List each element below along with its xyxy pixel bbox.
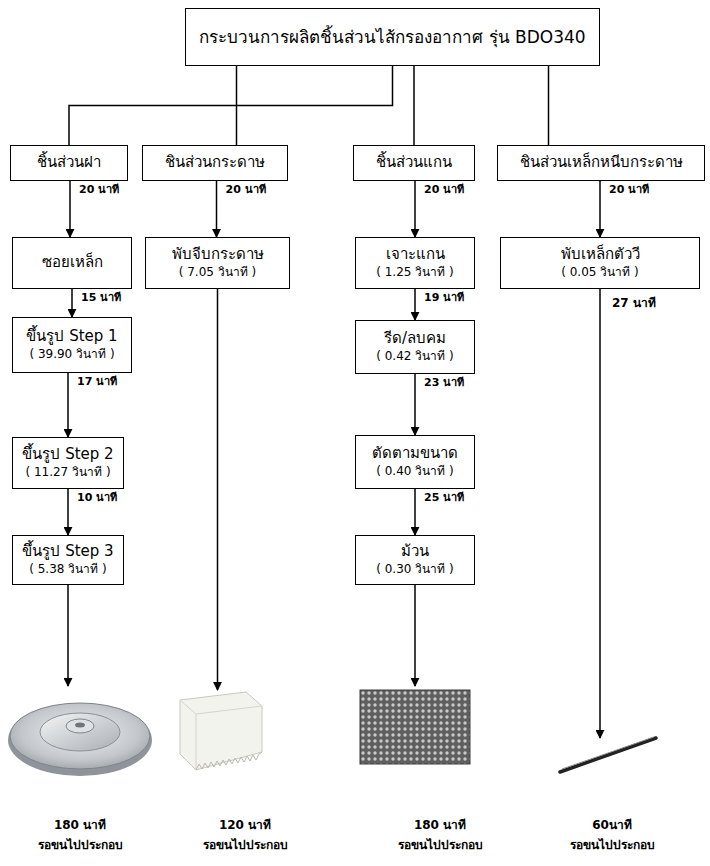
flow-arrow (67, 373, 69, 437)
transfer-time: 17 นาที (75, 375, 119, 388)
part-box: ชิ้นส่วนฝา (10, 145, 128, 181)
cycle-time: ( 7.05 วินาที ) (179, 265, 257, 281)
cycle-time: ( 1.25 วินาที ) (376, 265, 454, 281)
v-clip-picture (560, 737, 656, 772)
transfer-time: 20 นาที (422, 183, 466, 196)
transfer-time: 15 นาที (79, 291, 123, 304)
flow-line (67, 585, 69, 686)
part-box: ชินส่วนเหล็กหนีบกระดาษ (497, 145, 705, 181)
branch-line (236, 66, 238, 145)
process-box: พับเหล็กตัววี( 0.05 วินาที ) (500, 237, 700, 289)
transfer-time: 23 นาที (422, 376, 466, 389)
flow-arrow (599, 181, 601, 237)
box-title: ชินส่วนเหล็กหนีบกระดาษ (520, 153, 683, 173)
wait-note: รอขนไปประกอบ (36, 838, 125, 852)
transfer-time: 20 นาที (77, 183, 121, 196)
wait-note: 180 นาที (52, 818, 108, 832)
transfer-time: 10 นาที (75, 491, 119, 504)
process-box: พับจีบกระดาษ( 7.05 วินาที ) (145, 237, 290, 289)
wait-note: 60นาที (590, 818, 634, 832)
flow-arrow (414, 489, 416, 535)
wait-note: รอขนไปประกอบ (201, 838, 290, 852)
box-title: รีด/ลบคม (384, 329, 446, 349)
flow-arrow (67, 489, 69, 535)
wait-note: 180 นาที (412, 818, 468, 832)
box-title: ขึ้นรูป Step 1 (26, 327, 117, 347)
box-title: ขึ้นรูป Step 2 (22, 445, 113, 465)
branch-line (548, 66, 550, 145)
process-box: ขึ้นรูป Step 1( 39.90 วินาที ) (12, 317, 132, 373)
transfer-time: 20 นาที (607, 183, 651, 196)
box-title: ชิ้นส่วนฝา (37, 153, 101, 173)
process-box: เจาะแกน( 1.25 วินาที ) (355, 237, 475, 289)
title-box: กระบวนการผลิตชิ้นส่วนไส้กรองอากาศ รุ่น B… (185, 8, 600, 66)
box-title: กระบวนการผลิตชิ้นส่วนไส้กรองอากาศ รุ่น B… (199, 26, 585, 48)
box-title: ซอยเหล็ก (42, 253, 103, 273)
transfer-time: 20 นาที (224, 183, 268, 196)
box-title: พับจีบกระดาษ (172, 245, 264, 265)
cycle-time: ( 11.27 วินาที ) (25, 465, 110, 481)
box-title: พับเหล็กตัววี (561, 245, 640, 265)
cycle-time: ( 5.38 วินาที ) (29, 562, 107, 578)
wait-note: รอขนไปประกอบ (396, 838, 485, 852)
mesh-core-picture (360, 690, 470, 764)
pleated-paper-picture (180, 692, 262, 770)
cycle-time: ( 0.05 วินาที ) (561, 265, 639, 281)
box-title: ขึ้นรูป Step 3 (22, 542, 113, 562)
process-box: ขึ้นรูป Step 2( 11.27 วินาที ) (12, 437, 124, 489)
box-title: เจาะแกน (386, 245, 445, 265)
part-box: ชินส่วนกระดาษ (142, 145, 288, 181)
process-box: รีด/ลบคม( 0.42 วินาที ) (355, 320, 475, 374)
process-box: ขึ้นรูป Step 3( 5.38 วินาที ) (12, 535, 124, 585)
cycle-time: ( 39.90 วินาที ) (29, 347, 114, 363)
part-box: ซอยเหล็ก (12, 237, 132, 289)
flow-line (599, 289, 601, 738)
flow-line (217, 289, 219, 690)
process-box: ตัดตามขนาด( 0.40 วินาที ) (355, 435, 475, 489)
transfer-time: 27 นาที (610, 296, 658, 310)
flow-line (414, 585, 416, 686)
part-box: ชิ้นส่วนแกน (353, 145, 475, 181)
box-title: ตัดตามขนาด (372, 444, 458, 464)
flow-arrow (414, 181, 416, 237)
flow-arrow (414, 374, 416, 435)
lid-picture (8, 703, 152, 776)
wait-note: รอขนไปประกอบ (568, 838, 657, 852)
flow-arrow (414, 289, 416, 320)
flow-arrow (216, 181, 218, 237)
transfer-time: 25 นาที (422, 491, 466, 504)
branch-line (69, 66, 393, 145)
flow-arrow (71, 289, 73, 317)
process-box: ม้วน( 0.30 วินาที ) (355, 535, 475, 585)
branch-line (413, 66, 415, 145)
cycle-time: ( 0.42 วินาที ) (376, 349, 454, 365)
box-title: ชิ้นส่วนแกน (376, 153, 452, 173)
cycle-time: ( 0.40 วินาที ) (376, 464, 454, 480)
cycle-time: ( 0.30 วินาที ) (376, 562, 454, 578)
box-title: ม้วน (401, 542, 429, 562)
wait-note: 120 นาที (217, 818, 273, 832)
transfer-time: 19 นาที (422, 291, 466, 304)
flow-arrow (69, 181, 71, 237)
box-title: ชินส่วนกระดาษ (165, 153, 265, 173)
